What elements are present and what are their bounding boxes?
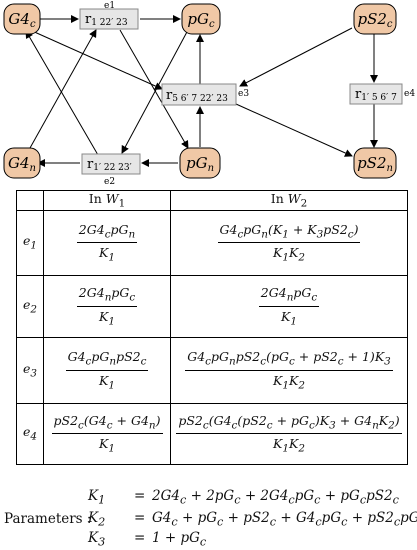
edge-label-e3: e3 [238, 89, 249, 99]
node-g4c: G4c [3, 3, 41, 35]
node-pgn: pGn [179, 147, 221, 179]
svg-text:G4n: G4n [8, 154, 36, 174]
svg-text:pS2c: pS2c [357, 10, 392, 30]
header-w2: In W2 [170, 190, 408, 211]
cell-e4-w2: pS2c(G4c(pS2c + pGc)K3 + G4nK2)K1K2 [170, 402, 408, 465]
node-g4n: G4n [3, 147, 41, 179]
node-pgc: pGc [181, 3, 221, 35]
reaction-r1: r1 22′ 23 e1 [79, 1, 139, 30]
edge-r3-ps2n [235, 103, 353, 157]
reaction-r2: r1′ 22 23′ e2 [81, 153, 141, 187]
parameters-title: Parameters : [4, 511, 92, 527]
edge-r1-pgn [119, 29, 189, 149]
svg-text:pGn: pGn [186, 154, 214, 174]
svg-text:r5 6′ 7 22′ 23: r5 6′ 7 22′ 23 [166, 88, 228, 104]
edge-ps2c-r3 [239, 27, 353, 87]
table-row: e4 pS2c(G4c + G4n)K1 pS2c(G4c(pS2c + pGc… [16, 402, 408, 465]
reaction-network-diagram: G4c pGc pS2c G4n pGn pS2n r1 22′ 23 e1 [3, 1, 415, 187]
reaction-r3: r5 6′ 7 22′ 23 e3 [161, 83, 249, 106]
svg-text:r1′ 22 23′: r1′ 22 23′ [87, 157, 132, 173]
header-corner [16, 190, 44, 211]
svg-text:pS2n: pS2n [357, 154, 393, 174]
cell-e4-w1: pS2c(G4c + G4n)K1 [43, 402, 171, 465]
edge-label-e2: e2 [104, 177, 115, 187]
edge-label-e1: e1 [104, 1, 115, 11]
edge-g4n-r1 [29, 29, 97, 149]
edge-r2-g4c [25, 30, 99, 156]
species-nodes: G4c pGc pS2c G4n pGn pS2n [3, 3, 397, 179]
param-k3: K3=1 + pGc [88, 530, 207, 549]
svg-text:r1 22′ 23: r1 22′ 23 [85, 12, 128, 28]
cell-e1-w2: G4cpGn(K1 + K3pS2c)K1K2 [170, 209, 408, 276]
edges [25, 15, 378, 167]
reaction-r4: r1′ 5 6′ 7 e4 [349, 83, 415, 105]
parameters-block: Parameters : K1=2G4c + 2pGc + 2G4cpGc + … [0, 488, 417, 549]
node-ps2c: pS2c [353, 3, 397, 35]
svg-text:r1′ 5 6′ 7: r1′ 5 6′ 7 [355, 87, 397, 103]
reaction-nodes: r1 22′ 23 e1 r1′ 22 23′ e2 r5 6′ 7 22′ 2… [79, 1, 415, 187]
header-w1: In W1 [43, 190, 171, 211]
svg-text:G4c: G4c [8, 10, 36, 30]
svg-text:pGc: pGc [187, 10, 215, 30]
row-label-e4: e4 [16, 402, 44, 465]
edge-g4c-r3 [29, 29, 163, 90]
row-label-e1: e1 [16, 209, 44, 276]
row-label-e3: e3 [16, 336, 44, 404]
edge-label-e4: e4 [404, 89, 415, 99]
table-header-row: In W1 In W2 [16, 190, 408, 211]
param-k1: K1=2G4c + 2pGc + 2G4cpGc + pGcpS2c [88, 488, 399, 507]
row-label-e2: e2 [16, 274, 44, 338]
param-k2: K2=G4c + pGc + pS2c + G4cpGc + pS2cpGc [88, 510, 417, 529]
node-ps2n: pS2n [353, 147, 397, 179]
edge-pgc-r2 [121, 29, 189, 154]
